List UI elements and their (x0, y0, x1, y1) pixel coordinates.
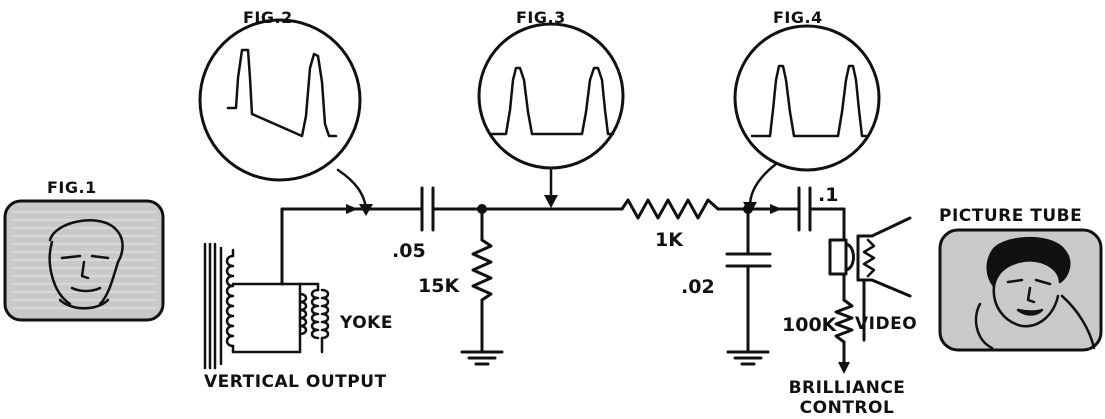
fig4-waveform (750, 64, 868, 138)
fig2-label: FIG.2 (243, 8, 293, 27)
yoke-label: YOKE (340, 313, 393, 333)
yoke-coils (298, 282, 330, 354)
vertical-output-transformer (203, 242, 302, 370)
grounding-resistor (460, 204, 504, 366)
picture-tube-symbol (828, 216, 912, 342)
shunt-capacitor (725, 204, 772, 366)
vertical-output-label: VERTICAL OUTPUT (204, 372, 387, 392)
fig4-scope (733, 24, 881, 214)
coupling-capacitor (420, 186, 435, 232)
capacitor-shunt-value: .02 (681, 276, 715, 298)
resistor-series-value: 1K (655, 229, 683, 251)
fig1-label: FIG.1 (47, 178, 97, 197)
brilliance-potentiometer (834, 272, 854, 374)
fig2-scope (198, 18, 373, 216)
fig3-label: FIG.3 (516, 8, 566, 27)
woman-face-icon (974, 237, 1096, 350)
fig1-screen (3, 199, 165, 322)
picture-tube-screen (938, 228, 1103, 352)
series-resistor (620, 198, 720, 220)
fig4-pointer (748, 162, 778, 208)
compressed-face-icon (48, 219, 124, 310)
fig3-scope (477, 22, 625, 208)
brilliance-label-line2: CONTROL (799, 398, 895, 418)
capacitor-coupling-value: .05 (392, 240, 426, 262)
capacitor-tube-value: .1 (818, 184, 839, 206)
picture-tube-label: PICTURE TUBE (939, 206, 1083, 226)
fig2-pointer (336, 168, 368, 210)
fig4-label: FIG.4 (773, 8, 823, 27)
fig2-waveform (226, 48, 338, 138)
resistor-ground-value: 15K (418, 275, 460, 297)
signal-wire (280, 204, 846, 286)
resistor-brilliance-value: 100K (782, 314, 837, 336)
brilliance-label-line1: BRILLIANCE (788, 378, 906, 398)
video-label: VIDEO (855, 314, 918, 334)
fig3-waveform (488, 66, 615, 136)
tube-coupling-capacitor (797, 186, 812, 232)
